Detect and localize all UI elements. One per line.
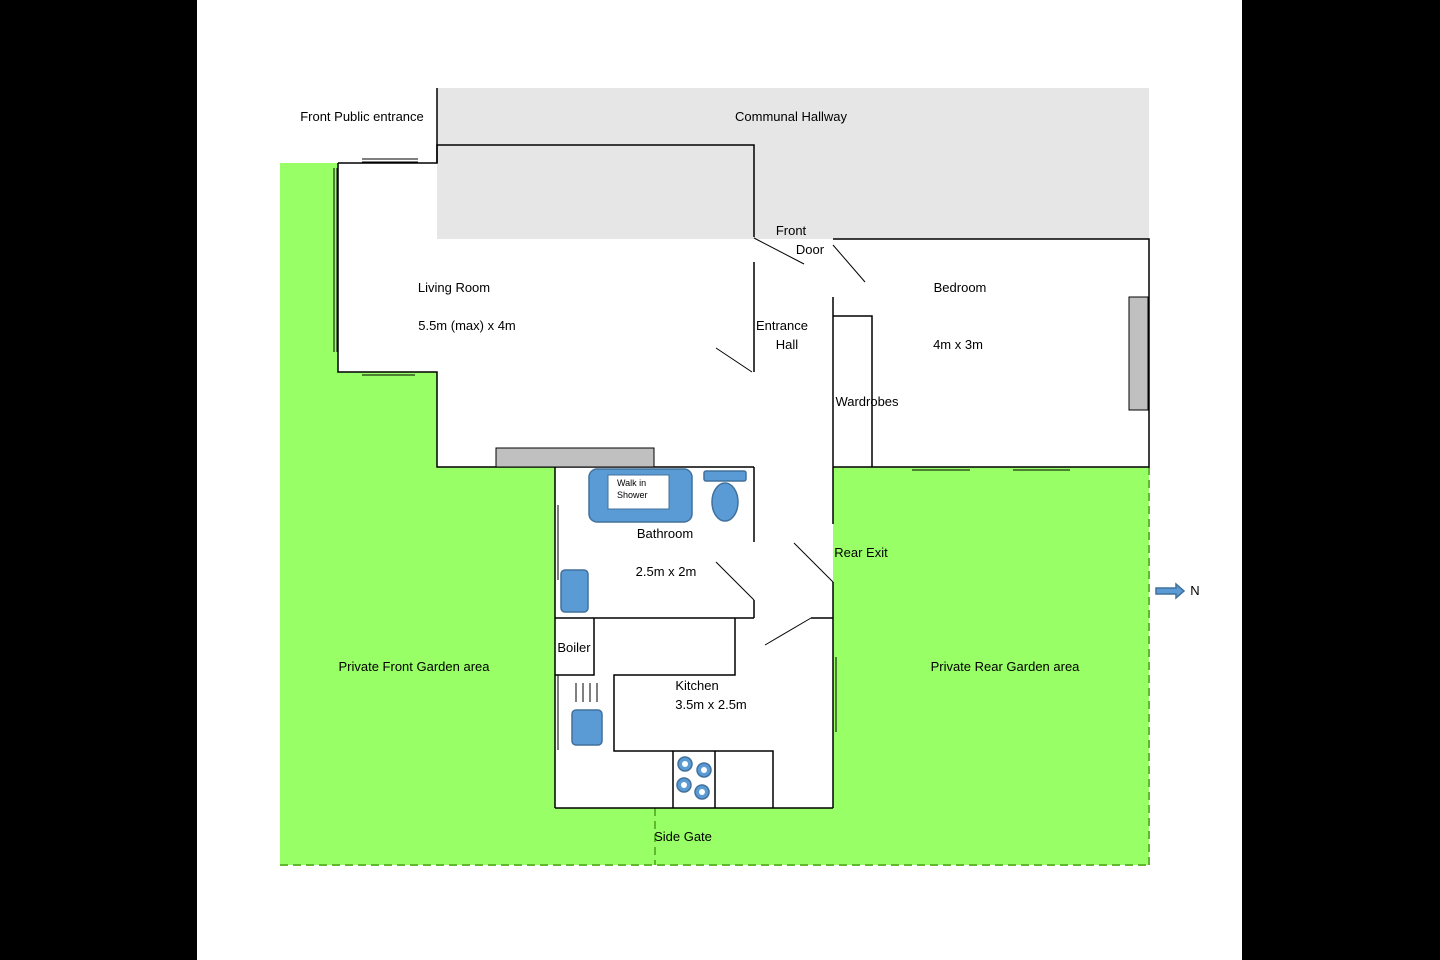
shower-label-box [607,474,670,510]
hob [676,756,712,800]
front-public-entrance-label: Front Public entrance [300,109,424,124]
drainer-lines [575,683,598,702]
kitchen-label: Kitchen [675,678,718,693]
front-garden-area [280,163,655,865]
living-room-label: Living Room [418,280,490,295]
front-door-label-line1: Front [776,223,807,238]
private-front-garden-label: Private Front Garden area [338,659,490,674]
communal-hallway-label: Communal Hallway [735,109,847,124]
toilet-cistern [703,470,747,482]
living-room-radiator [495,447,655,468]
rear-exit-label: Rear Exit [834,545,888,560]
entrance-hall-label-line1: Entrance [756,318,808,333]
bedroom-radiator [1128,296,1149,411]
front-door-label-line2: Door [796,242,825,257]
kitchen-sink [571,709,603,746]
bedroom-label: Bedroom [934,280,987,295]
walk-in-shower-label-line1: Walk in [617,478,646,488]
north-arrow-icon [1155,582,1186,600]
living-room-size: 5.5m (max) x 4m [418,318,516,333]
private-rear-garden-label: Private Rear Garden area [931,659,1081,674]
entrance-hall-label-line2: Hall [776,337,799,352]
walk-in-shower-label-line2: Shower [617,490,648,500]
rear-garden-area [655,467,1149,865]
bathroom-sink [560,569,589,613]
walls [337,88,1150,809]
bathroom-size: 2.5m x 2m [636,564,697,579]
doors [715,237,866,646]
communal-hallway-area [437,88,1149,239]
side-gate-label: Side Gate [654,829,712,844]
toilet-bowl [711,482,739,522]
bedroom-size: 4m x 3m [933,337,983,352]
wardrobes-label: Wardrobes [835,394,899,409]
windows [333,158,1070,750]
north-label: N [1190,583,1199,598]
kitchen-size: 3.5m x 2.5m [675,697,747,712]
bathroom-label: Bathroom [637,526,693,541]
boiler-label: Boiler [557,640,591,655]
garden-boundary [280,467,1150,866]
